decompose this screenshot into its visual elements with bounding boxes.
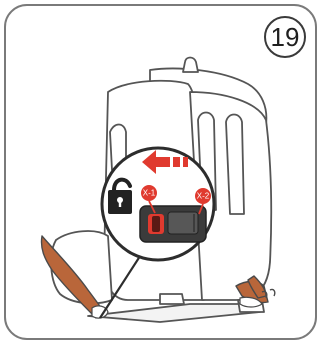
step-number: 19 — [264, 17, 306, 57]
latch-release-button — [140, 206, 206, 242]
latch-left-label: X-1 — [143, 189, 156, 198]
latch-right-label: X-2 — [197, 192, 210, 201]
